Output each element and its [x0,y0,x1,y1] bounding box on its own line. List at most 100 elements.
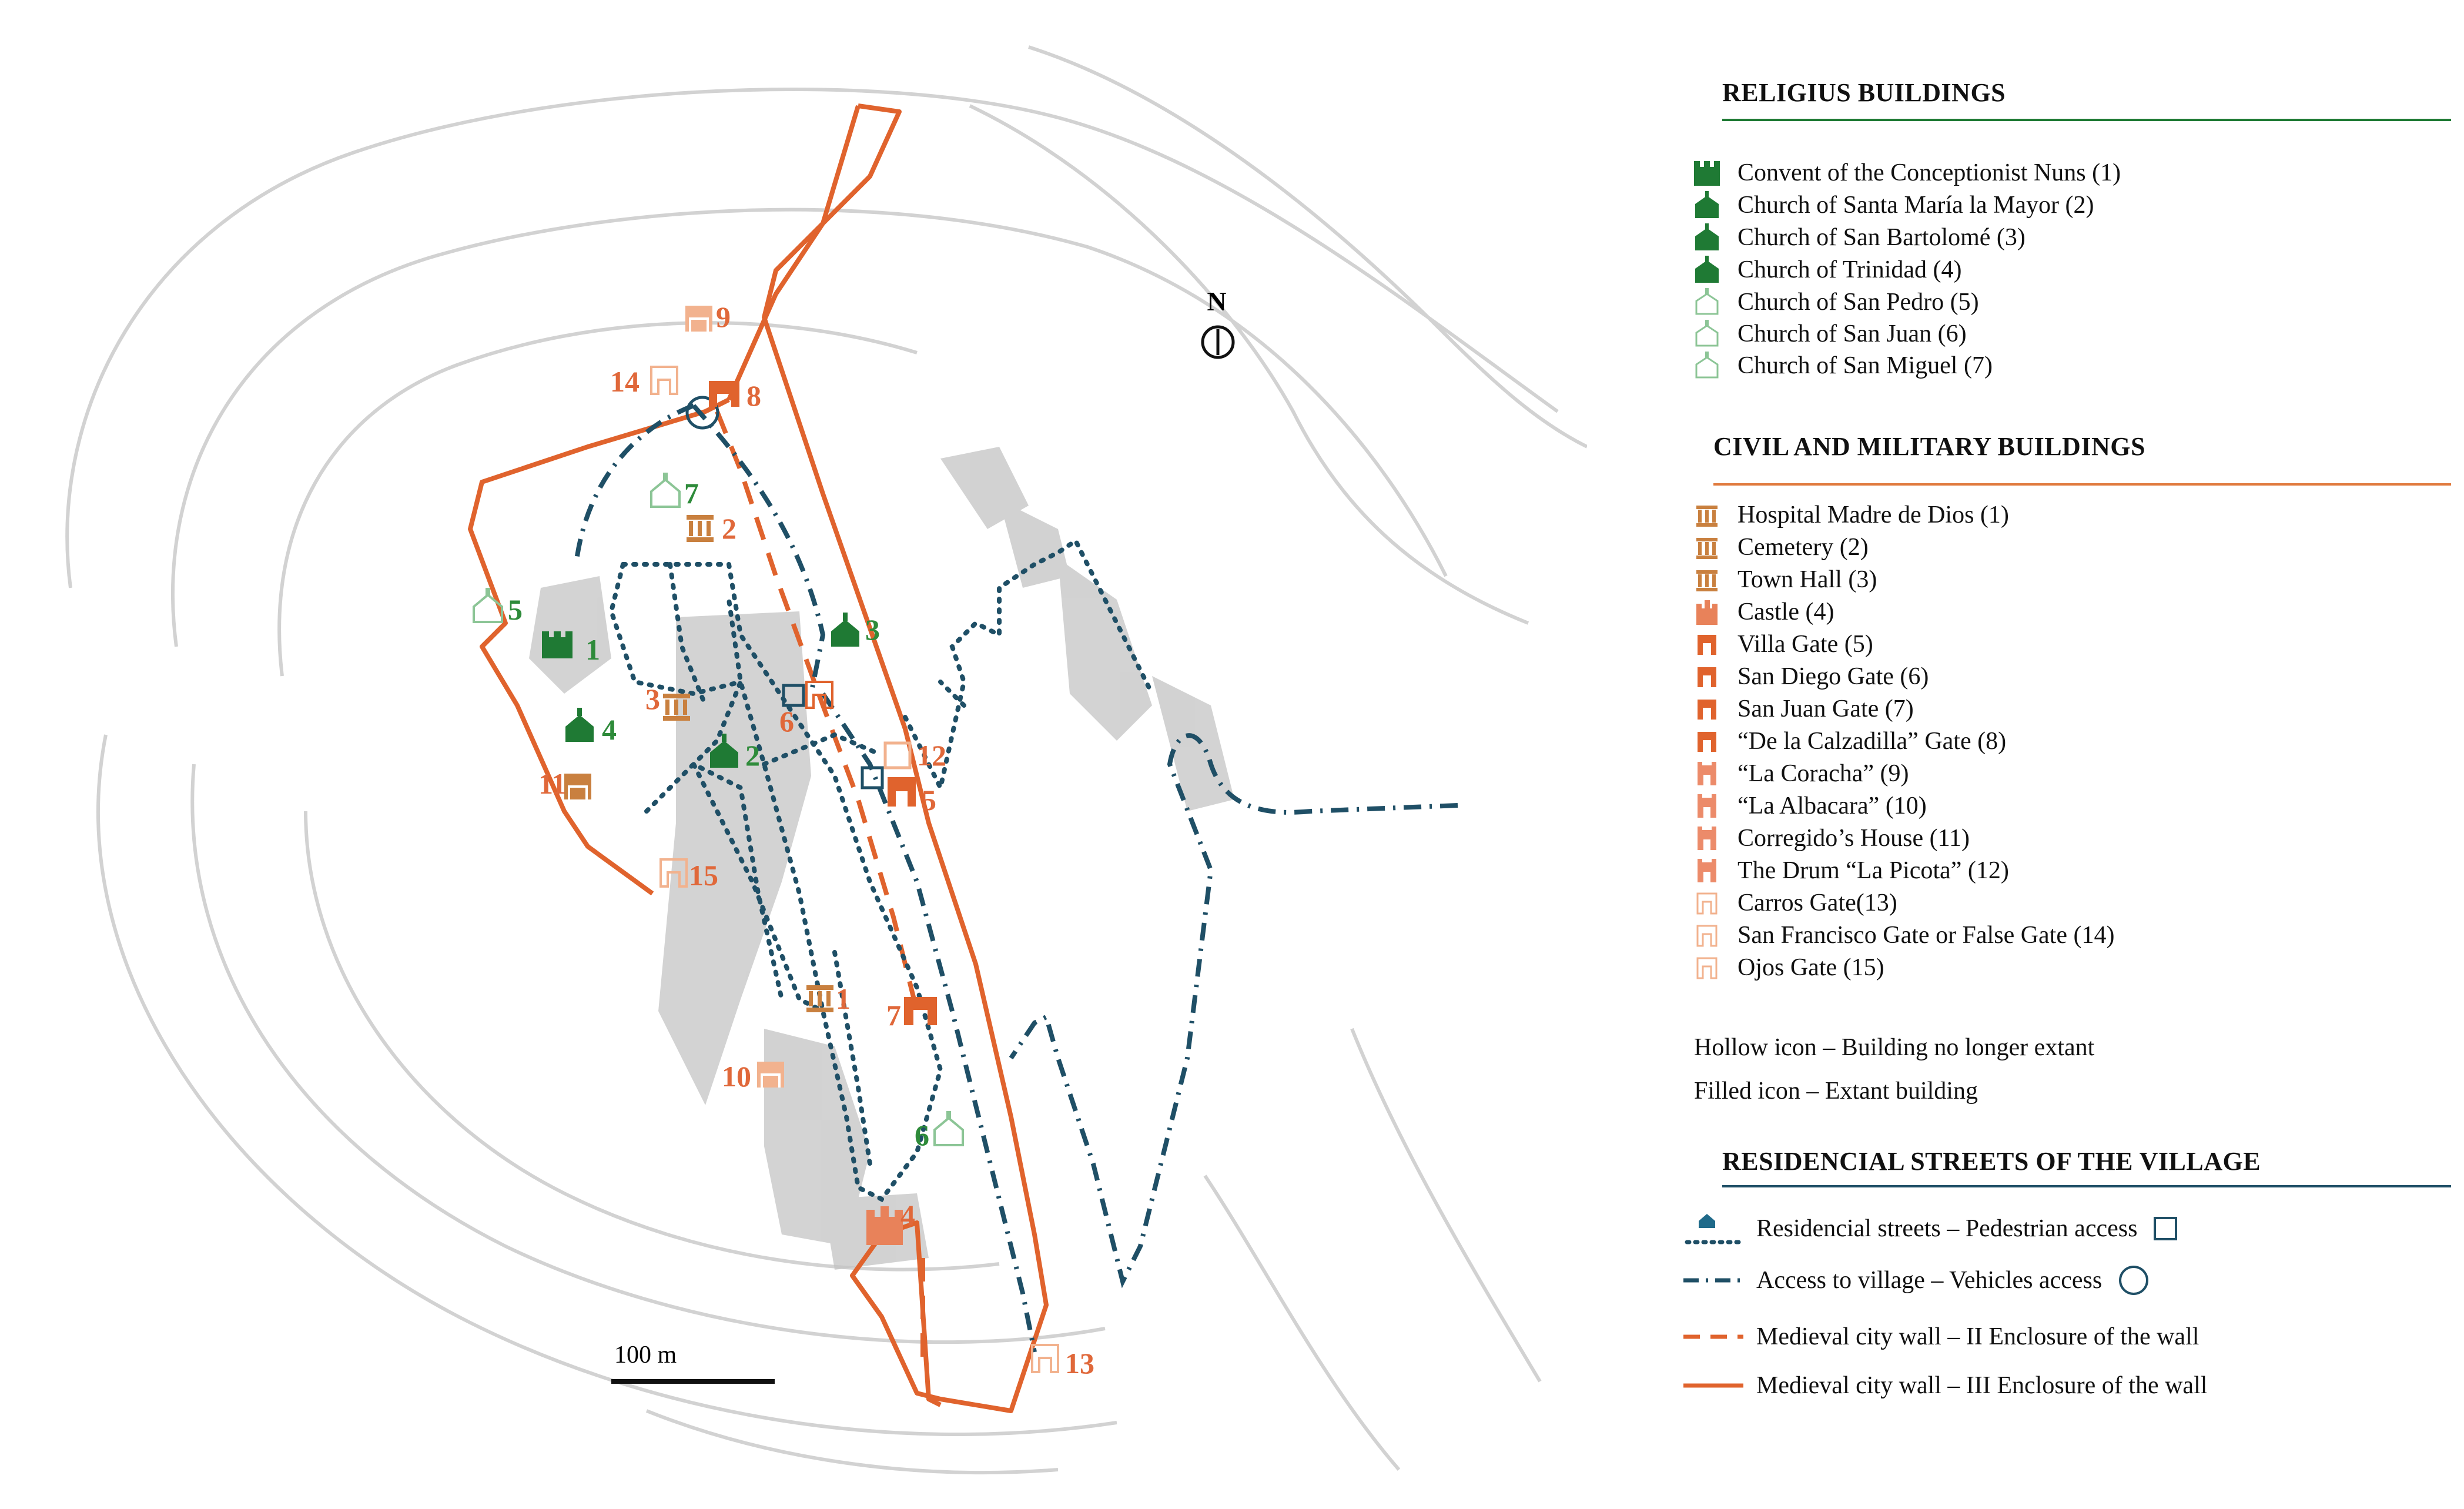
legend-label: Church of San Juan (6) [1737,320,1967,347]
north-arrow: N [1201,286,1235,359]
pin-number: 4 [900,1199,915,1232]
la-albacara-icon [757,1062,784,1088]
church-san-bartolome-icon [831,613,859,647]
legend-item-san-pedro: Church of San Pedro (5) [1693,288,1979,316]
map-pins: 1 2 3 4 5 6 7 2 3 1 4 5 6 7 8 9 10 [473,300,1094,1380]
pin-number: 8 [746,379,761,412]
terrain-contours [65,45,1587,1475]
pin-number: 4 [602,713,617,746]
convent-icon [542,631,573,658]
legend-item-villa-gate: Villa Gate (5) [1693,630,1873,658]
pin-number: 7 [886,999,901,1032]
legend-label: Church of Santa María la Mayor (2) [1737,192,2094,219]
legend-label: Medieval city wall – II Enclosure of the… [1756,1323,2199,1350]
tower-icon [1698,794,1716,818]
la-coracha-icon [685,306,712,332]
legend-label: Church of San Bartolomé (3) [1737,224,2026,251]
town-hall-icon [663,694,690,721]
la-picota-icon [883,741,912,769]
legend-item-la-coracha: “La Coracha” (9) [1693,759,1909,788]
streets-divider [1722,1185,2451,1187]
legend-label: “La Albacara” (10) [1737,792,1927,819]
legend-item-la-albacara: “La Albacara” (10) [1693,792,1927,820]
pin-number: 3 [645,682,660,715]
legend-label: “De la Calzadilla” Gate (8) [1737,728,2007,755]
villa-gate-icon [888,777,916,807]
legend-item-san-juan-gate: San Juan Gate (7) [1693,695,1914,723]
legend-label: Church of San Pedro (5) [1737,289,1979,316]
legend-label: San Diego Gate (6) [1737,663,1929,690]
church-san-pedro-icon [473,588,503,623]
castle-icon [1696,600,1718,625]
pin-number: 1 [585,633,600,666]
scale-label: 100 m [614,1341,677,1369]
legend-item-pedestrian-streets: Residencial streets – Pedestrian access [1681,1208,2178,1249]
religious-divider [1722,119,2451,121]
legend-label: Church of San Miguel (7) [1737,352,1993,379]
church-hollow-icon [1695,320,1719,347]
corregidor-house-icon [564,774,591,799]
legend-label: Town Hall (3) [1737,566,1877,593]
religious-section-title: RELIGIUS BUILDINGS [1722,78,2006,107]
pin-number: 11 [538,767,566,800]
pin-number: 5 [922,784,936,817]
legend-label: Corregido’s House (11) [1737,825,1970,852]
hollow-gate-icon [1696,892,1718,915]
ojos-gate-icon [659,858,688,888]
pin-number: 2 [722,512,736,545]
legend-label: Villa Gate (5) [1737,631,1873,658]
gate-icon [1698,700,1716,720]
pin-number: 2 [745,739,760,772]
map-legend: RELIGIUS BUILDINGS Convent of the Concep… [1681,0,2457,1509]
streets-section-title: RESIDENCIAL STREETS OF THE VILLAGE [1722,1147,2261,1176]
pin-number: 9 [716,300,731,333]
legend-item-san-bartolome: Church of San Bartolomé (3) [1693,223,2026,252]
circle-marker-icon [2119,1266,2149,1295]
legend-item-la-picota: The Drum “La Picota” (12) [1693,856,2009,885]
legend-item-santa-maria: Church of Santa María la Mayor (2) [1693,191,2094,219]
church-icon [1695,191,1719,218]
church-santa-maria-icon [710,734,738,768]
wall-second-enclosure [715,410,925,1364]
gate-icon [1698,667,1716,687]
castle-icon [866,1206,903,1245]
legend-label: “La Coracha” (9) [1737,760,1909,787]
legend-label: Ojos Gate (15) [1737,954,1884,981]
legend-item-san-diego-gate: San Diego Gate (6) [1693,663,1929,691]
legend-label: San Juan Gate (7) [1737,695,1914,722]
church-san-miguel-icon [650,473,681,508]
pin-number: 15 [689,859,718,892]
pedestrian-access-marker [782,684,805,707]
dashed-line-icon [1683,1334,1743,1339]
pedestrian-access-marker [861,766,884,789]
gate-icon [1698,635,1716,655]
legend-item-trinidad: Church of Trinidad (4) [1693,256,1962,284]
legend-item-castle: Castle (4) [1693,598,1834,626]
legend-item-carros-gate: Carros Gate(13) [1693,889,1897,917]
columns-icon [1696,538,1718,559]
legend-label: Church of Trinidad (4) [1737,256,1962,283]
san-juan-gate-icon [904,997,937,1025]
legend-item-second-enclosure: Medieval city wall – II Enclosure of the… [1681,1323,2199,1351]
hospital-icon [806,985,833,1012]
pin-number: 7 [684,477,699,510]
san-diego-gate-icon [805,681,833,709]
legend-label: Residencial streets – Pedestrian access [1756,1215,2138,1242]
church-hollow-icon [1695,288,1719,315]
pin-number: 10 [722,1060,751,1093]
dash-dot-line-icon [1683,1278,1743,1283]
filled-icon-note: Filled icon – Extant building [1694,1078,1978,1105]
legend-label: Convent of the Conceptionist Nuns (1) [1737,159,2121,186]
tower-icon [1698,859,1716,882]
legend-item-corregidor-house: Corregido’s House (11) [1693,824,1970,852]
pin-number: 3 [865,613,880,646]
legend-item-third-enclosure: Medieval city wall – III Enclosure of th… [1681,1371,2207,1400]
civil-section-title: CIVIL AND MILITARY BUILDINGS [1713,432,2145,461]
legend-label: Cemetery (2) [1737,534,1869,561]
legend-label: Medieval city wall – III Enclosure of th… [1756,1372,2208,1399]
civil-divider [1713,483,2451,486]
vehicle-access-marker [685,396,719,430]
village-map: N 100 m 1 2 3 4 5 6 7 2 3 1 4 5 [65,45,1587,1475]
legend-label: The Drum “La Picota” (12) [1737,857,2009,884]
built-area [529,447,1234,1270]
